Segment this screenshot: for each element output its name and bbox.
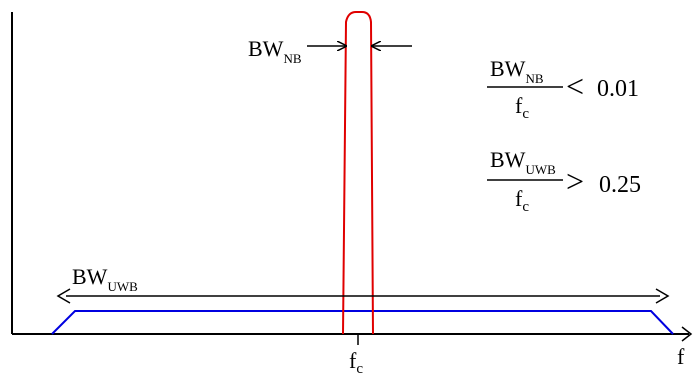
uwb-ratio-denominator: fc [515,186,529,215]
uwb-ratio-numerator: BWUWB [490,147,556,177]
nb-threshold: 0.01 [597,76,639,102]
uwb-ratio-equation: BWUWB fc > 0.25 [487,147,641,215]
f-axis-label: f [677,344,685,369]
nb-ratio-equation: BWNB fc < 0.01 [487,56,639,122]
bw-uwb-arrowhead-right [655,288,670,304]
bw-nb-label: BWNB [248,36,302,66]
bw-uwb-arrowhead-left [56,288,71,304]
uwb-threshold: 0.25 [599,172,641,198]
uwb-operator: > [566,163,584,199]
uwb-spectrum [51,310,674,335]
nb-ratio-denominator: fc [515,93,529,122]
nb-spectrum [342,11,374,335]
x-axis-arrowhead [681,326,693,342]
nb-ratio-numerator: BWNB [490,56,544,86]
fc-axis-label: fc [349,348,363,377]
bw-uwb-label: BWUWB [72,264,138,294]
nb-operator: < [566,68,584,104]
